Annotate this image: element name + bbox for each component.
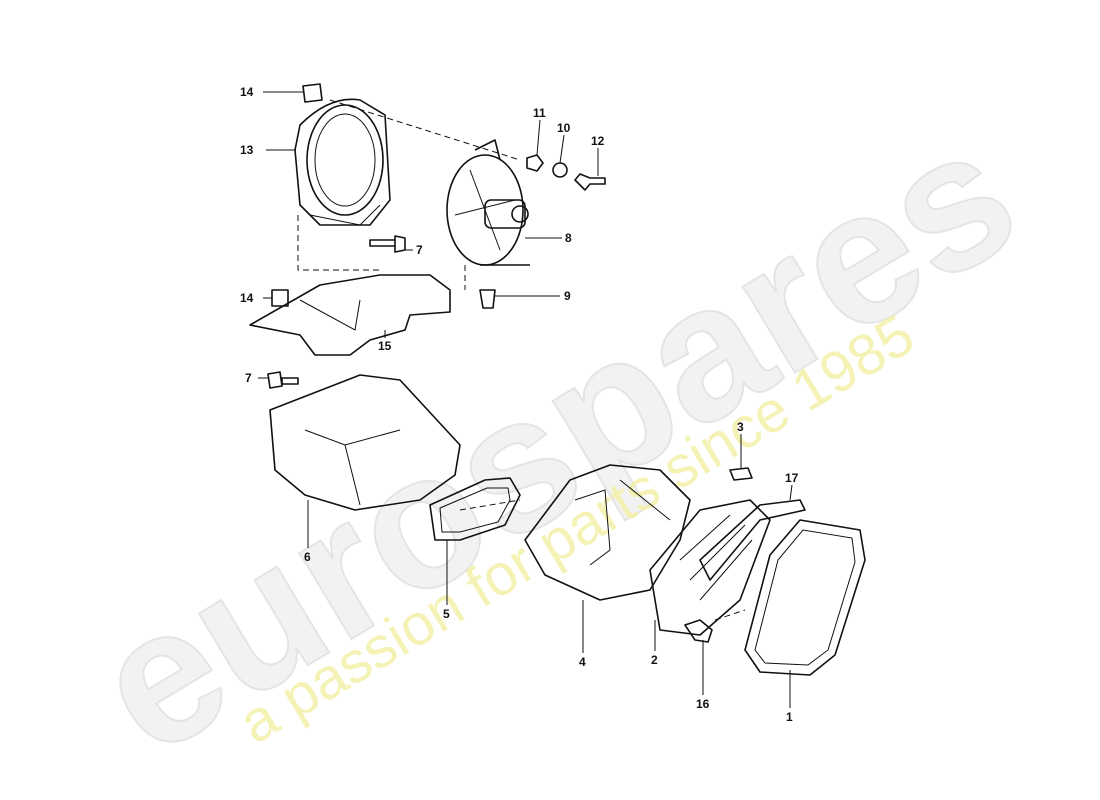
part-4-housing <box>524 464 691 601</box>
part-14-clip-upper <box>302 83 323 103</box>
part-10-washer <box>552 162 568 178</box>
part-3-clip <box>729 467 753 481</box>
callout-6: 6 <box>304 550 311 564</box>
part-15-duct-bracket <box>249 274 451 356</box>
callout-17: 17 <box>785 471 799 485</box>
callout-14: 14 <box>240 85 254 99</box>
part-11-nut <box>526 154 544 172</box>
assembly-line <box>297 99 746 621</box>
callout-2: 2 <box>651 653 658 667</box>
part-16-hose <box>684 619 713 643</box>
part-17-seal <box>699 499 806 581</box>
part-6-air-duct <box>269 374 461 511</box>
part-7-bolt-lower <box>267 371 299 389</box>
watermark: eurospares a passion for parts since 198… <box>61 85 1050 796</box>
part-2-grille <box>649 499 771 636</box>
callout-14: 14 <box>240 291 254 305</box>
callout-3: 3 <box>737 420 744 434</box>
callout-16: 16 <box>696 697 710 711</box>
callout-10: 10 <box>557 121 571 135</box>
part-1-filter-cover <box>744 519 866 676</box>
callout-12: 12 <box>591 134 605 148</box>
callout-4: 4 <box>579 655 586 669</box>
callout-1: 1 <box>786 710 793 724</box>
part-14-clip-lower <box>271 289 289 307</box>
callout-7: 7 <box>245 371 252 385</box>
part-9-grommet <box>479 289 496 309</box>
callout-15: 15 <box>378 339 392 353</box>
callout-5: 5 <box>443 607 450 621</box>
callout-13: 13 <box>240 143 254 157</box>
callout-7: 7 <box>416 243 423 257</box>
watermark-brand: eurospares <box>62 86 1049 795</box>
leader-lines <box>258 91 793 708</box>
callout-9: 9 <box>564 289 571 303</box>
callout-8: 8 <box>565 231 572 245</box>
part-8-fan-motor <box>446 139 530 266</box>
callout-labels: 14 13 11 10 12 7 8 9 14 15 7 3 17 6 5 4 … <box>240 85 799 724</box>
callout-11: 11 <box>533 106 546 120</box>
part-12-bolt <box>574 173 606 191</box>
part-13-fan-shroud <box>294 98 391 226</box>
part-7-bolt-upper <box>369 235 406 253</box>
part-5-gasket <box>429 477 521 541</box>
